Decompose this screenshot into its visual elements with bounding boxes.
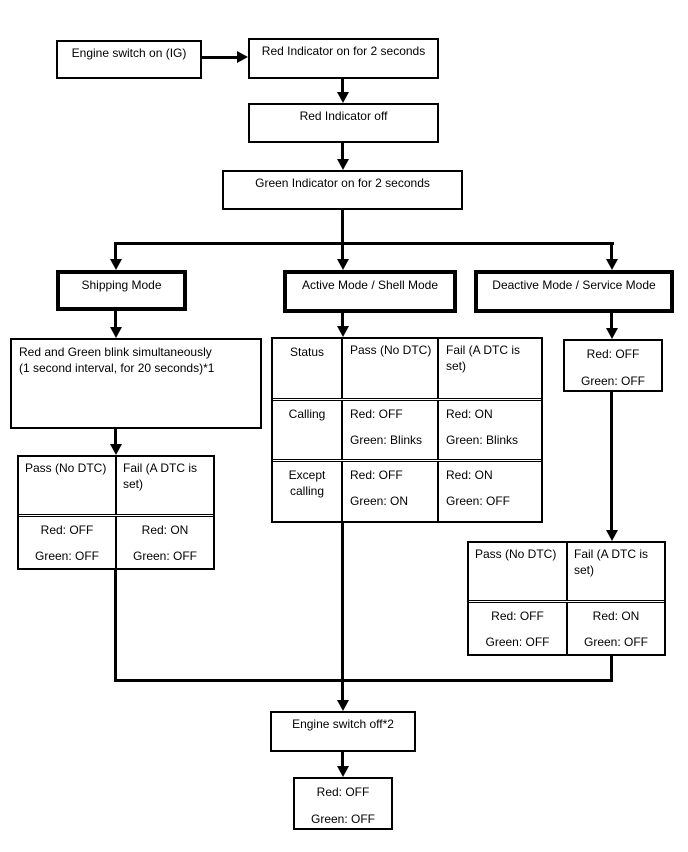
row-label-cell: Calling [288,407,326,421]
connector [610,392,613,531]
fail-result-cell: Red: ON Green: OFF [566,603,664,654]
connector [610,313,613,329]
node-label: Green Indicator on for 2 seconds [255,176,430,190]
green-state: Green: Blinks [350,432,423,447]
connector [610,245,613,260]
node-label-line1: Red and Green blink simultaneously [19,345,212,359]
green-state: Green: OFF [132,548,197,563]
node-label-line2: (1 second interval, for 20 seconds)*1 [19,360,215,375]
node-green-indicator-on: Green Indicator on for 2 seconds [222,170,463,210]
green-state: Green: OFF [310,811,375,826]
fail-header-cell: Fail (A DTC is set) [437,339,541,398]
red-state: Red: ON [141,523,189,537]
pass-result-cell: Red: OFF Green: Blinks [341,401,437,459]
red-state: Red: ON [446,407,493,421]
node-final-state: Red: OFF Green: OFF [293,777,393,830]
table-row: Red: OFF Green: OFF Red: ON Green: OFF [469,602,664,654]
connector [114,570,117,682]
branch-split-line [114,242,614,245]
arrowhead-right [237,51,248,63]
node-label: Active Mode / Shell Mode [301,278,439,292]
connector [114,311,117,328]
red-state: Red: ON [592,609,640,623]
green-state: Green: Blinks [446,432,519,447]
arrowhead-down [110,327,122,338]
table-row-calling: Calling Red: OFF Green: Blinks Red: ON G… [273,400,541,460]
node-active-mode: Active Mode / Shell Mode [283,270,457,313]
connector [341,523,344,700]
pass-header-cell: Pass (No DTC) [341,339,437,398]
fail-result-cell: Red: ON Green: OFF [115,517,213,568]
node-label: Red Indicator off [299,109,388,123]
arrowhead-down [337,259,349,270]
connector [341,210,344,245]
pass-result-cell: Red: OFF Green: OFF [469,603,566,654]
connector-engine-to-red [202,56,238,59]
arrowhead-down [337,92,349,103]
node-blink-simultaneously: Red and Green blink simultaneously (1 se… [10,338,262,429]
arrowhead-down [110,444,122,455]
connector [114,429,117,445]
active-status-table: Status Pass (No DTC) Fail (A DTC is set)… [271,337,543,523]
connector [341,143,344,160]
node-engine-switch-off: Engine switch off*2 [270,711,416,752]
red-state: Red: OFF [316,785,370,799]
connector [341,752,344,767]
table-header-row: Pass (No DTC) Fail (A DTC is set) [469,543,664,601]
node-red-indicator-on: Red Indicator on for 2 seconds [248,38,439,79]
fail-header-cell: Fail (A DTC is set) [566,543,664,600]
node-deactive-mode: Deactive Mode / Service Mode [474,270,674,313]
table-row-except-calling: Except calling Red: OFF Green: ON Red: O… [273,461,541,521]
merge-line [114,679,613,682]
node-label: Engine switch on (IG) [71,46,187,60]
green-state: Green: OFF [34,548,99,563]
table-row: Red: OFF Green: OFF Red: ON Green: OFF [19,516,213,568]
node-red-indicator-off: Red Indicator off [248,103,439,143]
fail-result-cell: Red: ON Green: Blinks [437,401,541,459]
fail-result-cell: Red: ON Green: OFF [437,462,541,521]
pass-header-cell: Pass (No DTC) [25,461,107,475]
node-shipping-mode: Shipping Mode [56,270,187,311]
green-state: Green: ON [350,493,409,508]
connector [341,245,344,260]
green-state: Green: OFF [446,493,511,508]
connector [341,313,344,327]
red-state: Red: OFF [350,407,403,421]
deactive-result-table: Pass (No DTC) Fail (A DTC is set) Red: O… [467,541,666,656]
red-state: Red: OFF [350,468,403,482]
node-label: Deactive Mode / Service Mode [492,278,656,292]
table-header-row: Status Pass (No DTC) Fail (A DTC is set) [273,339,541,399]
connector [610,656,613,682]
fail-header-cell: Fail (A DTC is set) [115,457,213,514]
node-deactive-state: Red: OFF Green: OFF [563,339,663,392]
red-state: Red: ON [446,468,493,482]
arrowhead-down [606,259,618,270]
arrowhead-down [110,259,122,270]
pass-result-cell: Red: OFF Green: ON [341,462,437,521]
green-state: Green: OFF [583,634,648,649]
red-state: Red: OFF [491,609,544,623]
green-state: Green: OFF [485,634,550,649]
pass-header-cell: Pass (No DTC) [475,547,557,561]
red-state: Red: OFF [40,523,94,537]
status-header-cell: Status [289,345,325,359]
red-state: Red: OFF [586,347,640,361]
connector [341,79,344,93]
row-label-cell: Except calling [288,468,326,498]
arrowhead-down [337,326,349,337]
arrowhead-down [337,700,349,711]
pass-result-cell: Red: OFF Green: OFF [19,517,115,568]
arrowhead-down [606,328,618,339]
connector [114,245,117,260]
green-state: Green: OFF [580,373,645,388]
shipping-result-table: Pass (No DTC) Fail (A DTC is set) Red: O… [17,455,215,570]
node-label: Engine switch off*2 [292,717,394,731]
table-header-row: Pass (No DTC) Fail (A DTC is set) [19,457,213,515]
arrowhead-down [606,530,618,541]
node-label: Red Indicator on for 2 seconds [261,44,426,58]
arrowhead-down [337,766,349,777]
node-label: Shipping Mode [81,278,162,292]
node-engine-switch-on: Engine switch on (IG) [56,40,202,79]
arrowhead-down [337,159,349,170]
